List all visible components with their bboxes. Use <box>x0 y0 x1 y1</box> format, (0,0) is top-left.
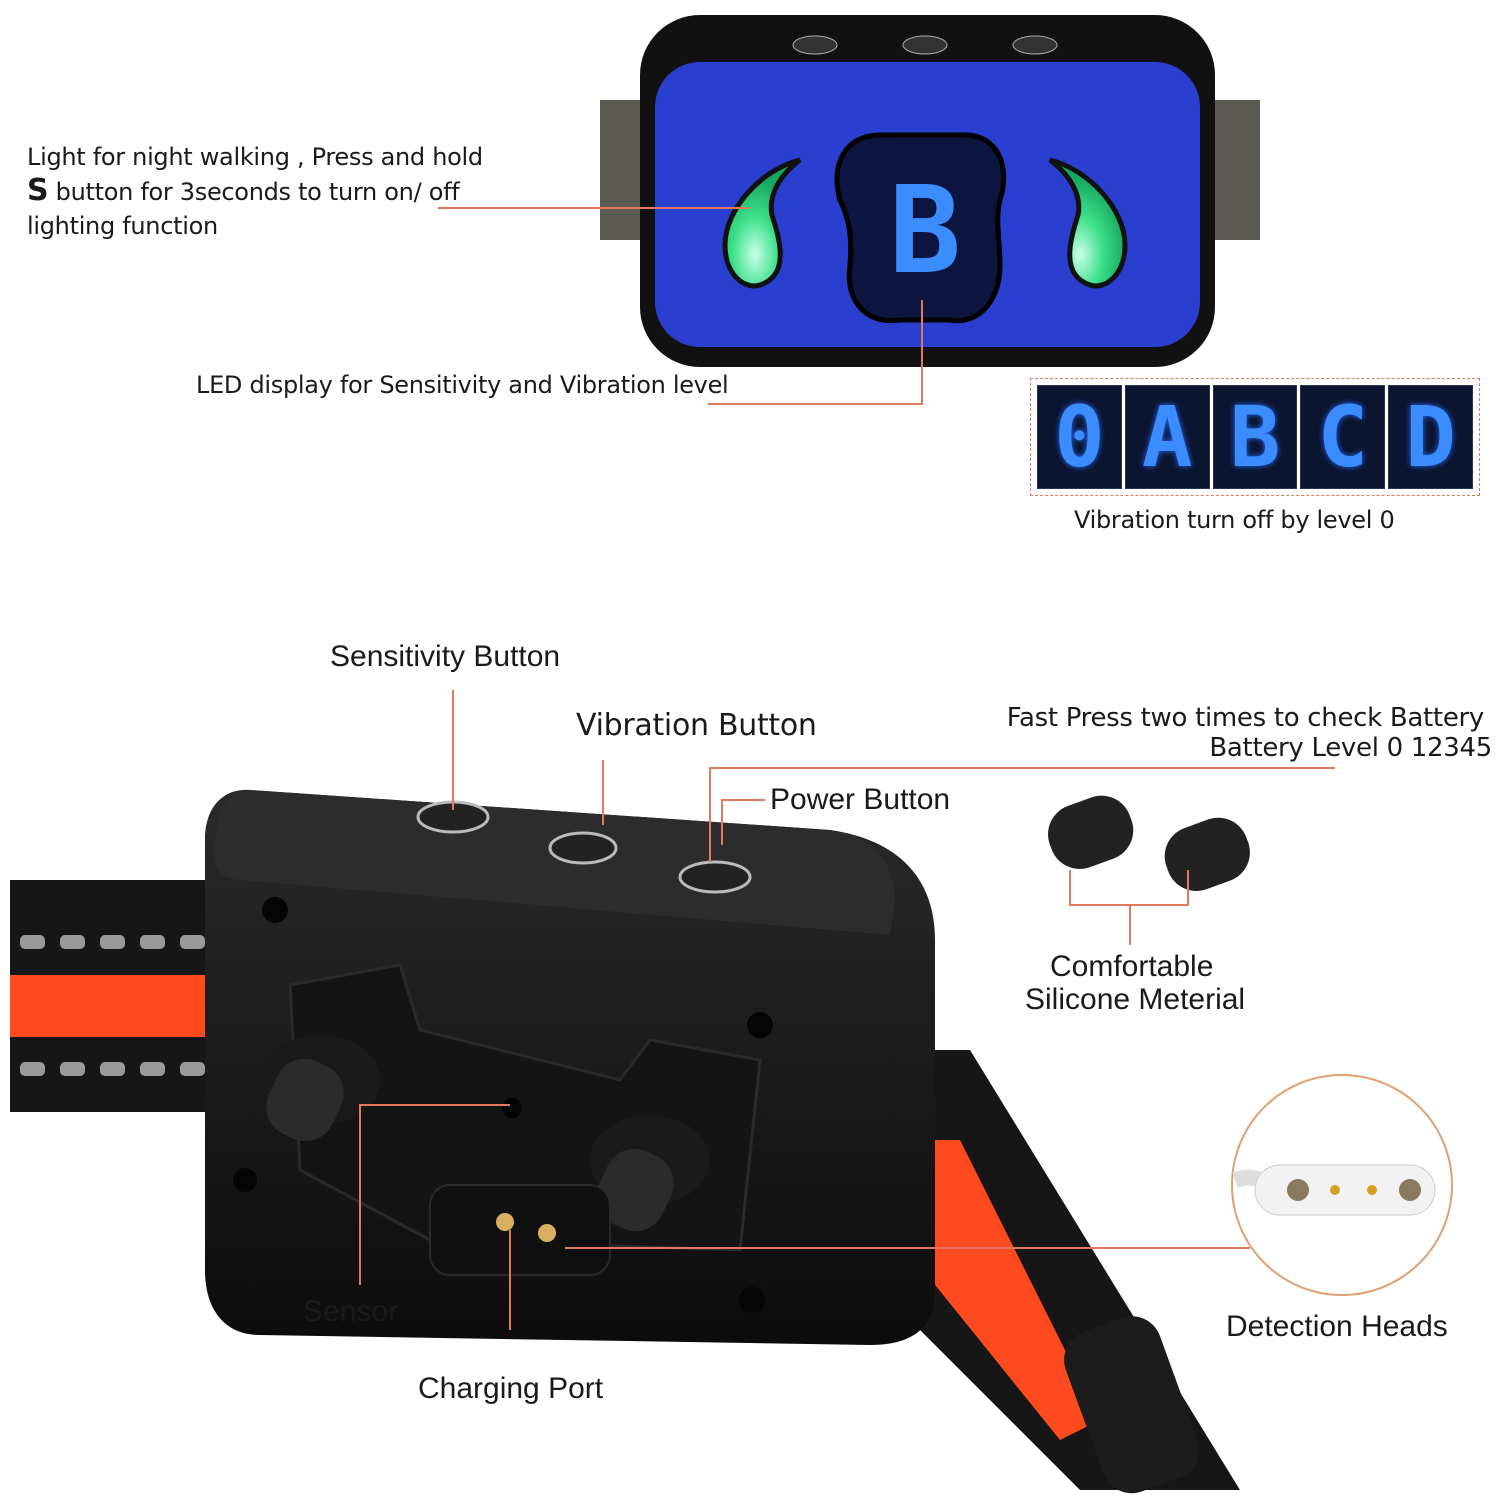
vibration-off-note: Vibration turn off by level 0 <box>1074 506 1395 534</box>
bottom-collar-receiver <box>10 789 1453 1494</box>
sensitivity-button-label: Sensitivity Button <box>330 640 561 673</box>
light-note-line3: lighting function <box>27 212 218 240</box>
sensor-label: Sensor <box>303 1295 399 1328</box>
battery-note-line2: Battery Level 0 12345 <box>1209 733 1492 763</box>
silicone-label-line2: Silicone Meterial <box>1025 983 1246 1016</box>
night-light-right-icon <box>1048 157 1128 289</box>
led-level-a: A <box>1124 385 1210 489</box>
probe-left <box>260 1035 380 1142</box>
charging-port <box>429 1184 611 1276</box>
led-screen <box>834 132 1007 324</box>
silicone-cap-1 <box>1048 795 1134 869</box>
battery-note-line1: Fast Press two times to check Battery <box>1006 703 1485 733</box>
top-surface <box>213 790 895 935</box>
light-note-line1: Light for night walking , Press and hold <box>27 143 483 171</box>
charging-port-label: Charging Port <box>418 1372 604 1405</box>
power-button <box>678 860 752 894</box>
led-level-d: D <box>1388 385 1473 489</box>
led-digit: B <box>889 162 961 301</box>
led-level-b: B <box>1212 385 1298 489</box>
vibration-button-icon <box>902 35 948 55</box>
sensor-hole <box>502 1098 522 1118</box>
vibration-button-label: Vibration Button <box>576 708 817 743</box>
leader-lines-bottom <box>359 690 1335 1330</box>
light-note-line2-text: button for 3seconds to turn on/ off <box>55 178 460 206</box>
s-letter: S <box>27 173 49 208</box>
light-note-line2: S button for 3seconds to turn on/ off <box>27 173 460 208</box>
detection-heads-label: Detection Heads <box>1226 1310 1448 1343</box>
power-button-icon <box>792 35 838 55</box>
led-level-0: 0 <box>1037 385 1122 489</box>
sensitivity-button-icon <box>1012 35 1058 55</box>
led-levels-strip: 0 A B C D <box>1030 378 1480 496</box>
probe-right <box>590 1115 710 1232</box>
top-buttons <box>792 35 1058 55</box>
top-collar-receiver: B <box>600 15 1260 367</box>
power-button-label: Power Button <box>770 783 951 816</box>
vibration-button <box>548 831 618 865</box>
night-light-left-icon <box>722 157 802 289</box>
leader-lines-top <box>438 207 923 405</box>
led-level-c: C <box>1300 385 1386 489</box>
silicone-label-line1: Comfortable <box>1050 950 1214 983</box>
led-display-label: LED display for Sensitivity and Vibratio… <box>196 371 729 399</box>
silicone-cap-2 <box>1164 817 1250 891</box>
